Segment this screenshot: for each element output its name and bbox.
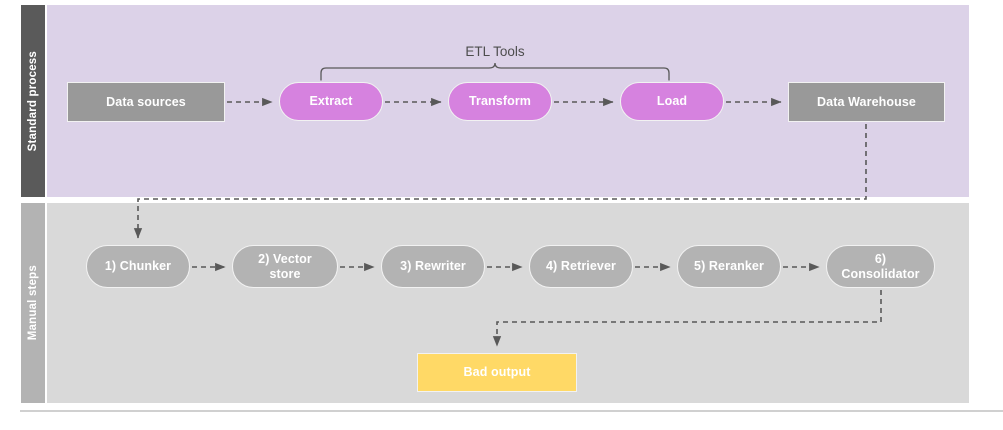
node-vector-store[interactable]: 2) Vector store: [232, 245, 338, 288]
node-data-warehouse[interactable]: Data Warehouse: [788, 82, 945, 122]
node-label-transform: Transform: [468, 94, 532, 109]
node-label-extract: Extract: [309, 94, 353, 109]
node-bad-output[interactable]: Bad output: [417, 353, 577, 392]
bottom-divider: [20, 410, 1003, 412]
node-retriever[interactable]: 4) Retriever: [529, 245, 633, 288]
node-label-data-sources: Data sources: [106, 94, 186, 109]
node-label-data-warehouse: Data Warehouse: [817, 94, 916, 109]
node-reranker[interactable]: 5) Reranker: [677, 245, 781, 288]
node-load[interactable]: Load: [620, 82, 724, 121]
node-label-rewriter: 3) Rewriter: [400, 259, 466, 274]
node-label-bad-output: Bad output: [463, 365, 531, 380]
lane-header-manual-steps: Manual steps: [20, 202, 46, 404]
node-label-load: Load: [656, 94, 688, 109]
node-label-chunker: 1) Chunker: [104, 259, 172, 274]
node-label-consolidator: 6) Consolidator: [841, 251, 920, 281]
node-label-reranker: 5) Reranker: [694, 259, 764, 274]
node-transform[interactable]: Transform: [448, 82, 552, 121]
node-rewriter[interactable]: 3) Rewriter: [381, 245, 485, 288]
node-data-sources[interactable]: Data sources: [67, 82, 225, 122]
lane-header-standard-process: Standard process: [20, 4, 46, 198]
lane-label-manual-steps: Manual steps: [27, 265, 39, 341]
node-label-retriever: 4) Retriever: [546, 259, 616, 274]
etl-tools-label: ETL Tools: [465, 44, 525, 59]
node-extract[interactable]: Extract: [279, 82, 383, 121]
node-label-vector-store: 2) Vector store: [258, 251, 312, 281]
node-chunker[interactable]: 1) Chunker: [86, 245, 190, 288]
node-consolidator[interactable]: 6) Consolidator: [826, 245, 935, 288]
lane-label-standard-process: Standard process: [27, 50, 39, 152]
